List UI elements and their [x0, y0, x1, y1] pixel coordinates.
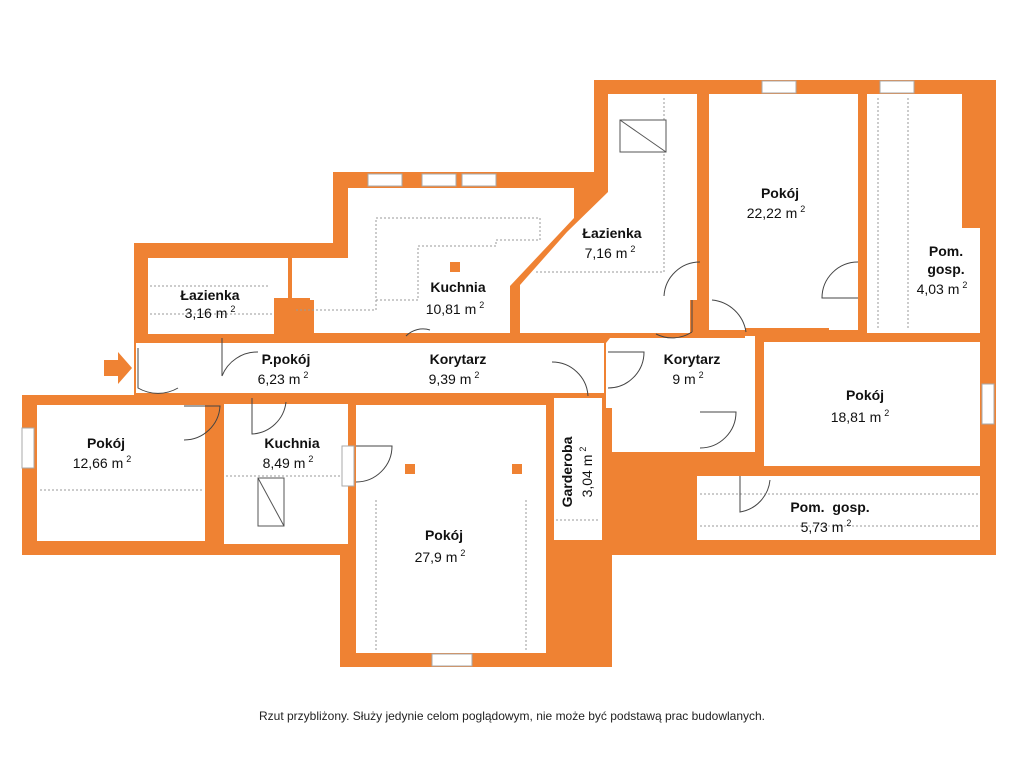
door-korytarz-2c: [711, 299, 747, 333]
slope-lazienka-2: [536, 98, 665, 273]
label-lazienka-2-name: Łazienka: [582, 225, 641, 241]
floor-pokoj-2: [764, 342, 980, 466]
door-pokoj-4: [355, 445, 393, 483]
label-kuchnia-2-name: Kuchnia: [264, 435, 319, 451]
label-pom-gosp-1-name: Pom.: [929, 243, 963, 259]
window-pokoj-1: [761, 80, 797, 94]
label-lazienka-1-name: Łazienka: [180, 287, 239, 303]
pillar-kuchnia-1: [450, 262, 460, 272]
floor-korytarz-2: [606, 332, 755, 452]
floor-pokoj-1: [709, 94, 858, 330]
door-pokoj-2: [699, 411, 737, 449]
window-pokoj-3: [21, 427, 35, 469]
door-kuchnia-1: [405, 328, 431, 337]
skylight-kuchnia-2-diag: [257, 477, 285, 527]
floor-garderoba: [554, 398, 602, 540]
label-pom-gosp-2-name: Pom. gosp.: [790, 499, 869, 515]
floors: [37, 94, 980, 653]
floor-lazienka-1: [148, 258, 288, 334]
door-pokoj-1: [821, 261, 859, 299]
wall-partition-gosp: [858, 94, 867, 334]
entrance-arrow: [104, 352, 132, 384]
label-pokoj-3-name: Pokój: [87, 435, 125, 451]
window-pom-gosp-1: [879, 80, 915, 94]
door-pokoj-3: [183, 405, 221, 441]
window-kuchnia-1b: [421, 173, 457, 187]
windows: [21, 80, 995, 667]
label-pom-gosp-1-name2: gosp.: [927, 261, 964, 277]
label-korytarz-1-name: Korytarz: [430, 351, 487, 367]
floor-pokoj-3: [37, 405, 205, 541]
label-korytarz-2-name: Korytarz: [664, 351, 721, 367]
disclaimer-text: Rzut przybliżony. Służy jedynie celom po…: [258, 709, 766, 723]
floor-kuchnia-1: [292, 188, 574, 333]
door-ppokoj: [221, 338, 259, 377]
pillar-pokoj-4a: [405, 464, 415, 474]
label-pokoj-2-name: Pokój: [846, 387, 884, 403]
door-garderoba: [551, 361, 589, 397]
door-entrance: [137, 348, 179, 394]
door-lazienka-2: [663, 261, 701, 297]
wall-partition-right: [697, 94, 709, 332]
wall-partition-pokoj2: [745, 328, 829, 336]
window-kuchnia-1a: [367, 173, 403, 187]
label-pokoj-4-name: Pokój: [425, 527, 463, 543]
slope-kuchnia-1: [375, 217, 541, 310]
door-korytarz-2d: [655, 331, 693, 339]
floor-lazienka-2: [520, 94, 697, 333]
doors: [137, 261, 859, 513]
floor-pom-gosp-2: [697, 476, 980, 540]
slope-lines: [40, 98, 978, 650]
floor-kuchnia-2: [224, 404, 348, 544]
floor-corridor: [136, 343, 604, 393]
door-korytarz-2a: [607, 351, 645, 389]
label-ppokoj-name: P.pokój: [262, 351, 311, 367]
door-pom-gosp-2: [739, 476, 771, 513]
wall-pillar-lazienka: [274, 298, 310, 334]
label-pokoj-1-name: Pokój: [761, 185, 799, 201]
label-garderoba-name: Garderoba: [559, 436, 575, 507]
label-garderoba-area: 3,04 m2: [578, 447, 595, 498]
floor-pom-gosp-1: [867, 94, 980, 333]
skylight-lazienka-2-diag: [619, 119, 667, 153]
window-kuchnia-2: [341, 445, 355, 487]
window-pokoj-2: [981, 383, 995, 425]
window-pokoj-4: [431, 653, 473, 667]
pillar-pokoj-4b: [512, 464, 522, 474]
window-kuchnia-1c: [461, 173, 497, 187]
door-kuchnia-2: [251, 398, 287, 435]
label-kuchnia-1-name: Kuchnia: [430, 279, 485, 295]
